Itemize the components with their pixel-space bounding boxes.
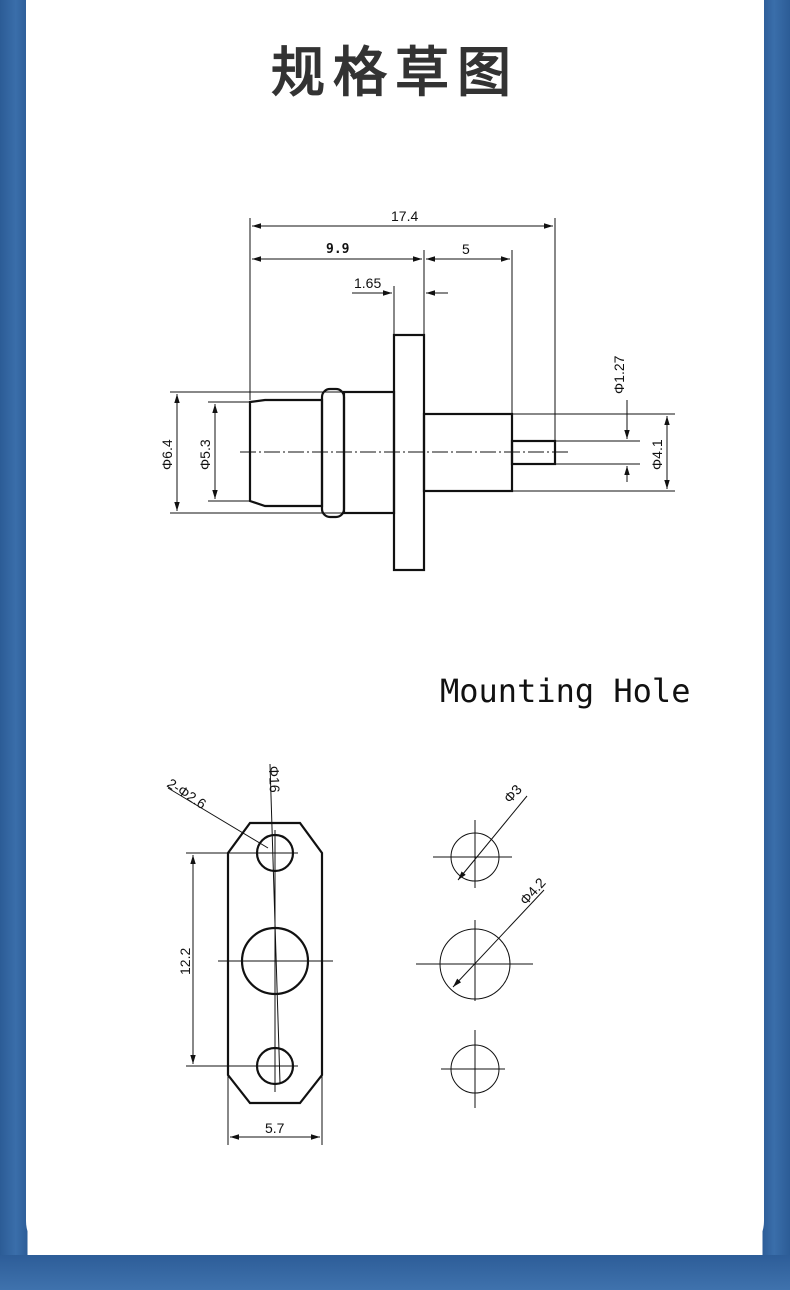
panel-cutout-view [416,795,545,1108]
dimension-total-length: 17.4 [249,208,556,441]
dim-rear-length: 5 [462,241,470,257]
dim-small-diameter: Φ16 [266,766,283,793]
dimension-outer-diameter: Φ6.4 [159,391,344,514]
dim-outer-diameter: Φ6.4 [159,439,175,470]
dimension-rear-length: 5 [426,241,513,414]
flange-outline [226,821,324,1105]
dimension-nose-diameter: Φ5.3 [197,401,250,502]
dimension-front-length: 9.9 [252,242,425,335]
connector-side-view [240,333,570,572]
dim-front-length: 9.9 [326,242,349,257]
dimension-flange-thickness: 1.65 [352,275,448,335]
dim-pin-diameter: Φ1.27 [611,355,627,394]
dimension-rear-diameter: Φ4.1 [512,413,675,492]
connector-nose [248,398,324,508]
dim-screw-holes: 2-Φ2.6 [164,775,209,812]
mounting-hole-title: Mounting Hole [440,672,691,710]
page-title: 规格草图 [271,41,519,104]
dim-center-hole: Φ4.2 [516,874,549,908]
dim-total-length: 17.4 [391,208,418,224]
dim-flange-thickness: 1.65 [354,275,381,291]
dim-width: 5.7 [265,1120,285,1136]
flange-outline-view [167,763,333,1105]
bottom-band [0,1255,790,1290]
dim-rear-diameter: Φ4.1 [649,439,665,470]
dimension-width: 5.7 [227,1075,323,1145]
connector-oring [320,387,346,519]
dimension-pin-diameter: Φ1.27 [555,355,640,482]
dimension-hole-spacing: 12.2 [177,852,257,1067]
dim-nose-diameter: Φ5.3 [197,439,213,470]
content-panel [26,0,764,1257]
dim-hole-spacing: 12.2 [177,948,193,975]
